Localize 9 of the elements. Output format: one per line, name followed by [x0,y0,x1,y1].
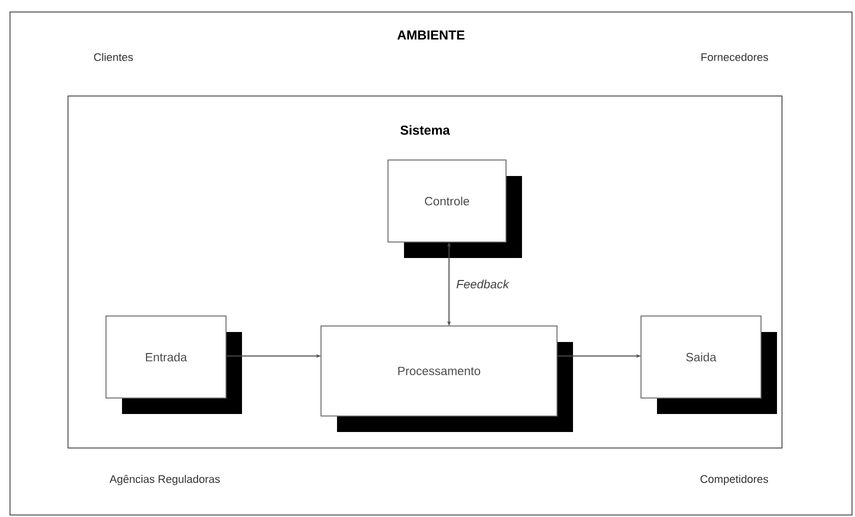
label: Agências Reguladoras [110,474,220,486]
process-box: Controle [388,160,522,258]
label: Competidores [700,474,768,486]
process-box: Processamento [320,326,573,432]
label: Clientes [94,52,133,62]
process-box: Saida [640,316,777,414]
label: Fornecedores [702,52,768,62]
process-box: Entrada [106,316,242,414]
edge-label: Feedback [456,280,510,288]
